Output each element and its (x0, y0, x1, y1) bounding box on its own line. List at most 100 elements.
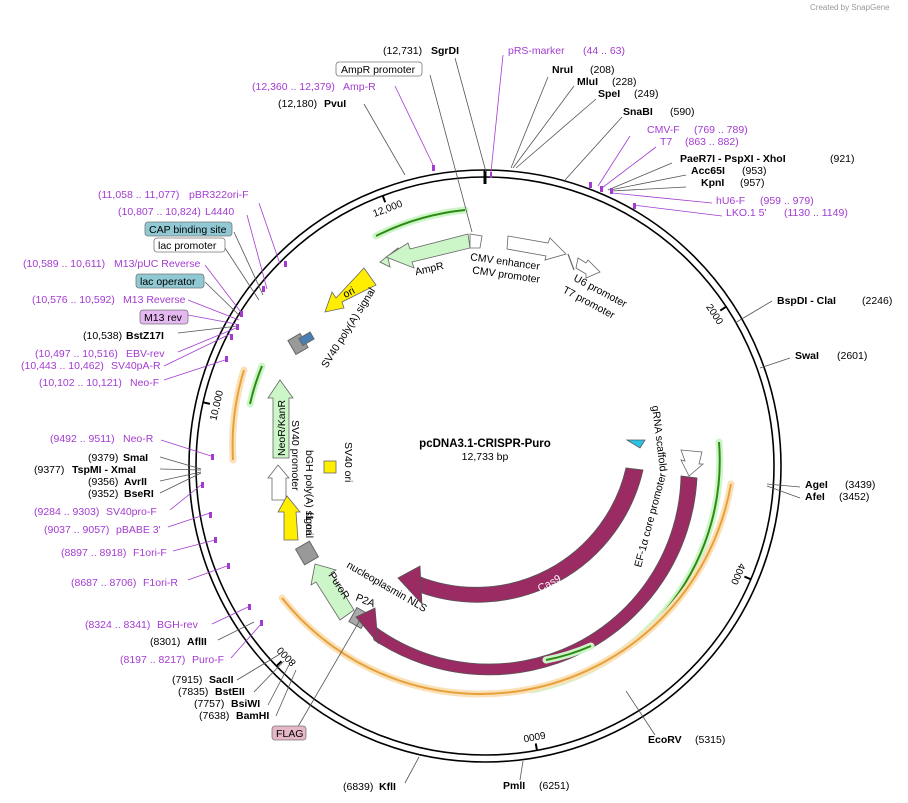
primer-amp-r: Amp-R (343, 81, 376, 93)
backbone (188, 169, 782, 763)
tick-mark (744, 575, 752, 581)
primer-sv40pro-f: SV40pro-F (106, 506, 157, 518)
site-sacii: SacII (209, 674, 234, 686)
primer-neo-r: Neo-R (123, 433, 154, 445)
grna-label: gRNA scaffold (649, 405, 669, 472)
primer-f1ori-r: F1ori-R (143, 577, 178, 589)
f1-ori-label: f1 ori (303, 512, 315, 535)
tick-mark (275, 660, 283, 667)
box-lac-operator: lac operator (140, 276, 196, 288)
site-kfli-pos: (6839) (343, 781, 373, 793)
site-smai-pos: (9379) (88, 452, 118, 464)
tick-mark (719, 305, 727, 312)
primer-neo-f: Neo-F (130, 377, 159, 389)
site-avrii: AvrII (124, 476, 147, 488)
site-bamhi: BamHI (236, 710, 269, 722)
cas9-outer-label: Cas9 (557, 622, 584, 642)
primer-lko1-range: (1130 .. 1149) (784, 207, 848, 219)
site-nrui-pos: (208) (590, 64, 615, 76)
primer-l4440-range: (10,807 .. 10,824) (118, 206, 201, 218)
primer-cmv-f: CMV-F (647, 124, 680, 136)
site-agei: AgeI (805, 479, 828, 491)
site-kpni: KpnI (701, 177, 724, 189)
site-snabi: SnaBI (623, 106, 653, 118)
site-mlui-pos: (228) (612, 76, 637, 88)
primer-amp-r-range: (12,360 .. 12,379) (252, 81, 335, 93)
site-pmli: PmlI (503, 780, 525, 792)
box-cap-binding: CAP binding site (149, 224, 227, 236)
primer-f1ori-f-range: (8897 .. 8918) (61, 547, 126, 559)
site-pvui-pos: (12,180) (278, 98, 317, 110)
site-bsiwi: BsiWI (231, 698, 260, 710)
primer-cmv-f-range: (769 .. 789) (694, 124, 748, 136)
primer-m13puc: M13/pUC Reverse (114, 258, 201, 270)
primer-m13rev-range: (10,576 .. 10,592) (32, 294, 115, 306)
site-bstz17i: BstZ17I (126, 330, 164, 342)
site-avrii-pos: (9356) (88, 476, 118, 488)
site-aflii-pos: (8301) (150, 636, 180, 648)
site-bsiwi-pos: (7757) (194, 698, 224, 710)
site-xhoi-pos: (921) (830, 153, 855, 165)
primer-l4440: L4440 (205, 206, 234, 218)
site-kpni-pos: (957) (740, 177, 765, 189)
box-lac-promoter: lac promoter (158, 240, 217, 252)
site-ecorv-pos: (5315) (695, 734, 725, 746)
primer-m13puc-range: (10,589 .. 10,611) (23, 258, 105, 270)
primer-puro-f-range: (8197 .. 8217) (120, 654, 185, 666)
site-xmai-pos: (9377) (34, 464, 64, 476)
primer-pbr322ori-f-range: (11,058 .. 11,077) (98, 189, 179, 201)
primer-ebv-rev: EBV-rev (126, 348, 165, 360)
primer-prs-marker-range: (44 .. 63) (583, 45, 625, 57)
box-m13-rev: M13 rev (144, 312, 183, 324)
site-snabi-pos: (590) (670, 106, 695, 118)
site-sgrdi: SgrDI (431, 45, 459, 57)
site-bseri-pos: (9352) (88, 488, 118, 500)
primer-marks (201, 165, 636, 626)
tick-label: 4000 (728, 561, 747, 586)
primer-puro-f: Puro-F (192, 654, 224, 666)
cas9-outer (368, 475, 698, 676)
site-spei-pos: (249) (634, 88, 659, 100)
primer-t7: T7 (660, 136, 672, 148)
primer-sv40pa-r: SV40pA-R (111, 360, 161, 372)
site-pmli-pos: (6251) (539, 780, 569, 792)
tick-mark (534, 743, 538, 751)
primer-bgh-rev-range: (8324 .. 8341) (85, 619, 150, 631)
primer-neo-r-range: (9492 .. 9511) (50, 433, 115, 445)
primer-ebv-rev-range: (10,497 .. 10,516) (35, 348, 118, 360)
tick-label: 12,000 (372, 199, 405, 220)
tick-mark (381, 195, 387, 203)
site-mlui: MluI (577, 76, 598, 88)
site-sacii-pos: (7915) (172, 674, 202, 686)
primer-hu6-f: hU6-F (716, 195, 745, 207)
primer-pbabe3-range: (9037 .. 9057) (44, 524, 109, 536)
site-aflii: AflII (187, 636, 207, 648)
primer-sv40pro-f-range: (9284 .. 9303) (34, 506, 99, 518)
snapgene-watermark: Created by SnapGene (810, 3, 890, 12)
site-nrui: NruI (552, 64, 573, 76)
site-bstz17i-pos: (10,538) (83, 330, 122, 342)
site-sgrdi-pos: (12,731) (383, 45, 422, 57)
primer-f1ori-f: F1ori-F (133, 547, 167, 559)
site-labels: (12,731) SgrDI pRS-marker (44 .. 63) Nru… (21, 45, 892, 793)
ori-label: ori (341, 285, 357, 301)
tick-label: 2000 (703, 302, 725, 327)
site-xhoi: PaeR7I - PspXI - XhoI (680, 153, 786, 165)
site-swai: SwaI (795, 350, 819, 362)
site-acc65i: Acc65I (691, 165, 725, 177)
primer-neo-f-range: (10,102 .. 10,121) (39, 377, 122, 389)
primer-pbr322ori-f: pBR322ori-F (189, 189, 249, 201)
site-ecorv: EcoRV (648, 734, 682, 746)
plasmid-name: pcDNA3.1-CRISPR-Puro (419, 438, 551, 450)
tick-mark (202, 401, 211, 405)
site-smai: SmaI (123, 452, 148, 464)
primer-sv40pa-r-range: (10,443 .. 10,462) (21, 360, 104, 372)
primer-bgh-rev: BGH-rev (157, 619, 199, 631)
primer-lko1: LKO.1 5' (726, 207, 767, 219)
plasmid-size: 12,733 bp (462, 451, 509, 463)
cas9-inner (414, 467, 644, 603)
site-bseri: BseRI (124, 488, 154, 500)
site-swai-pos: (2601) (837, 350, 867, 362)
site-bamhi-pos: (7638) (199, 710, 229, 722)
